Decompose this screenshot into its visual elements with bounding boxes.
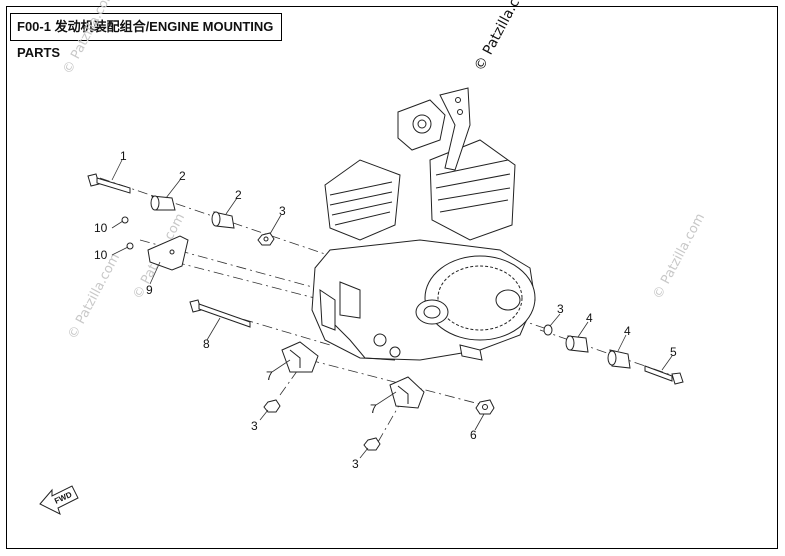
callout-4a: 4	[586, 311, 593, 325]
callout-9: 9	[146, 283, 153, 297]
watermark-main: © Patzilla.com	[471, 0, 533, 74]
callout-2b: 2	[235, 188, 242, 202]
part-2-bushing-b	[211, 211, 235, 229]
callout-5: 5	[670, 345, 677, 359]
callout-10b: 10	[94, 248, 108, 262]
callout-labels: 1 2 2 3 10 10 9 8 7 7 3 3 6 3 4 4 5	[94, 149, 677, 471]
watermark-faint-4: © Patzilla.com	[650, 211, 708, 302]
callout-3d: 3	[557, 302, 564, 316]
part-3-nut-lower-a	[263, 399, 281, 413]
part-2-bushing-a	[150, 195, 176, 211]
part-10-small-bolt-b	[126, 242, 134, 250]
engine-assembly	[311, 87, 536, 361]
part-8-bolt	[189, 299, 251, 328]
part-1-long-bolt	[87, 173, 131, 194]
callout-3c: 3	[352, 457, 359, 471]
part-7-mount-bracket-b	[389, 376, 425, 409]
part-3-nut-lower-b	[363, 437, 381, 451]
callout-10a: 10	[94, 221, 108, 235]
callout-4b: 4	[624, 324, 631, 338]
callout-8: 8	[203, 337, 210, 351]
part-5-bolt	[644, 365, 684, 385]
callout-2a: 2	[179, 169, 186, 183]
part-3-nut-upper	[257, 232, 275, 246]
fwd-arrow: FWD	[39, 485, 79, 515]
part-9-bracket-plate	[147, 235, 189, 271]
part-4-bushing-a	[565, 335, 589, 353]
watermark-faint-3: © Patzilla.com	[65, 251, 123, 342]
part-4-bushing-b	[607, 349, 631, 369]
diagram-frame	[6, 6, 778, 549]
parts-group	[87, 173, 684, 451]
callout-6: 6	[470, 428, 477, 442]
part-10-small-bolt-a	[121, 216, 129, 224]
leader-lines	[111, 159, 673, 459]
watermark-faint-1: © Patzilla.com	[60, 0, 118, 77]
callout-7a: 7	[266, 369, 273, 383]
part-7-mount-bracket-a	[281, 341, 319, 373]
part-6-flange-nut	[475, 399, 495, 415]
callout-1: 1	[120, 149, 127, 163]
diagram-title: F00-1 发动机装配组合/ENGINE MOUNTING PARTS	[10, 13, 282, 60]
part-3-nut-right	[543, 324, 553, 336]
callout-3a: 3	[279, 204, 286, 218]
callout-7b: 7	[370, 402, 377, 416]
callout-3b: 3	[251, 419, 258, 433]
